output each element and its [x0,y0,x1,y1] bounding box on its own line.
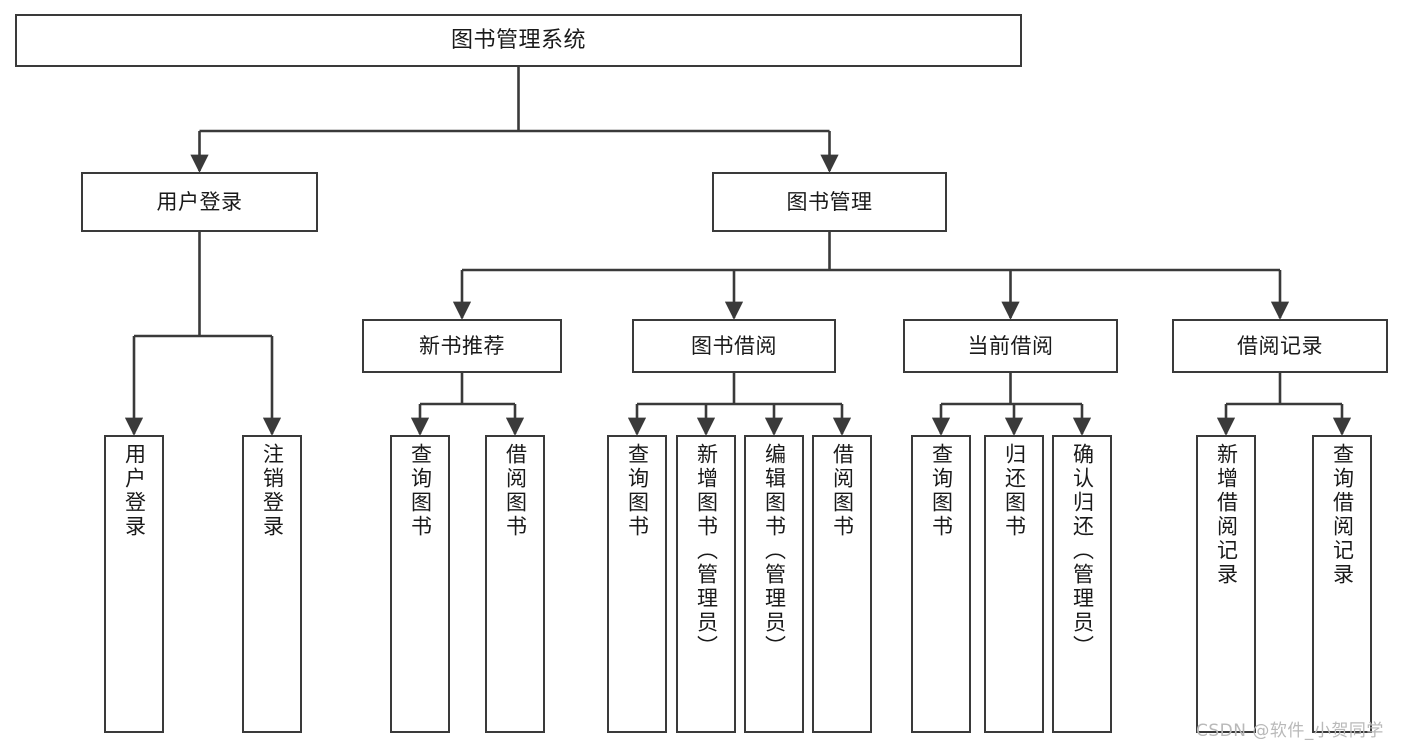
node-borrow-record[interactable]: 借阅记录 [1172,319,1388,373]
node-leaf-query-book-borrow[interactable]: 查询图书 [607,435,667,733]
csdn-watermark: CSDN @软件_小贺同学 [1196,721,1384,741]
node-leaf-confirm-return-label: 确认归还（管理员） [1070,443,1095,659]
node-leaf-edit-book-label: 编辑图书（管理员） [762,443,787,659]
node-leaf-add-book-label: 新增图书（管理员） [694,443,719,659]
node-leaf-borrow-book-rec[interactable]: 借阅图书 [485,435,545,733]
node-leaf-logout-label: 注销登录 [260,443,285,539]
node-new-book-rec-label: 新书推荐 [419,333,505,358]
node-leaf-borrow-book-label: 借阅图书 [830,443,855,539]
node-book-manage[interactable]: 图书管理 [712,172,947,232]
node-leaf-query-book-cur-label: 查询图书 [929,443,954,539]
node-user-login[interactable]: 用户登录 [81,172,318,232]
node-leaf-edit-book[interactable]: 编辑图书（管理员） [744,435,804,733]
node-leaf-query-book-borrow-label: 查询图书 [625,443,650,539]
node-leaf-confirm-return[interactable]: 确认归还（管理员） [1052,435,1112,733]
node-current-borrow-label: 当前借阅 [967,333,1054,358]
node-leaf-return-book[interactable]: 归还图书 [984,435,1044,733]
node-leaf-query-record-label: 查询借阅记录 [1330,443,1355,587]
node-leaf-query-book-cur[interactable]: 查询图书 [911,435,971,733]
node-leaf-query-book-rec[interactable]: 查询图书 [390,435,450,733]
node-leaf-add-record-label: 新增借阅记录 [1214,443,1239,587]
node-borrow-record-label: 借阅记录 [1237,333,1323,358]
node-root[interactable]: 图书管理系统 [15,14,1022,67]
node-root-label: 图书管理系统 [450,27,586,53]
node-leaf-logout[interactable]: 注销登录 [242,435,302,733]
node-current-borrow[interactable]: 当前借阅 [903,319,1118,373]
node-user-login-label: 用户登录 [156,189,243,214]
node-leaf-return-book-label: 归还图书 [1002,443,1027,539]
node-leaf-borrow-book[interactable]: 借阅图书 [812,435,872,733]
node-book-borrow[interactable]: 图书借阅 [632,319,836,373]
node-leaf-query-book-rec-label: 查询图书 [408,443,433,539]
node-leaf-user-login[interactable]: 用户登录 [104,435,164,733]
node-leaf-add-record[interactable]: 新增借阅记录 [1196,435,1256,733]
node-leaf-borrow-book-rec-label: 借阅图书 [503,443,528,539]
node-book-manage-label: 图书管理 [786,189,873,214]
node-book-borrow-label: 图书借阅 [691,333,777,358]
node-leaf-query-record[interactable]: 查询借阅记录 [1312,435,1372,733]
node-new-book-rec[interactable]: 新书推荐 [362,319,562,373]
node-leaf-user-login-label: 用户登录 [122,443,147,539]
node-leaf-add-book[interactable]: 新增图书（管理员） [676,435,736,733]
